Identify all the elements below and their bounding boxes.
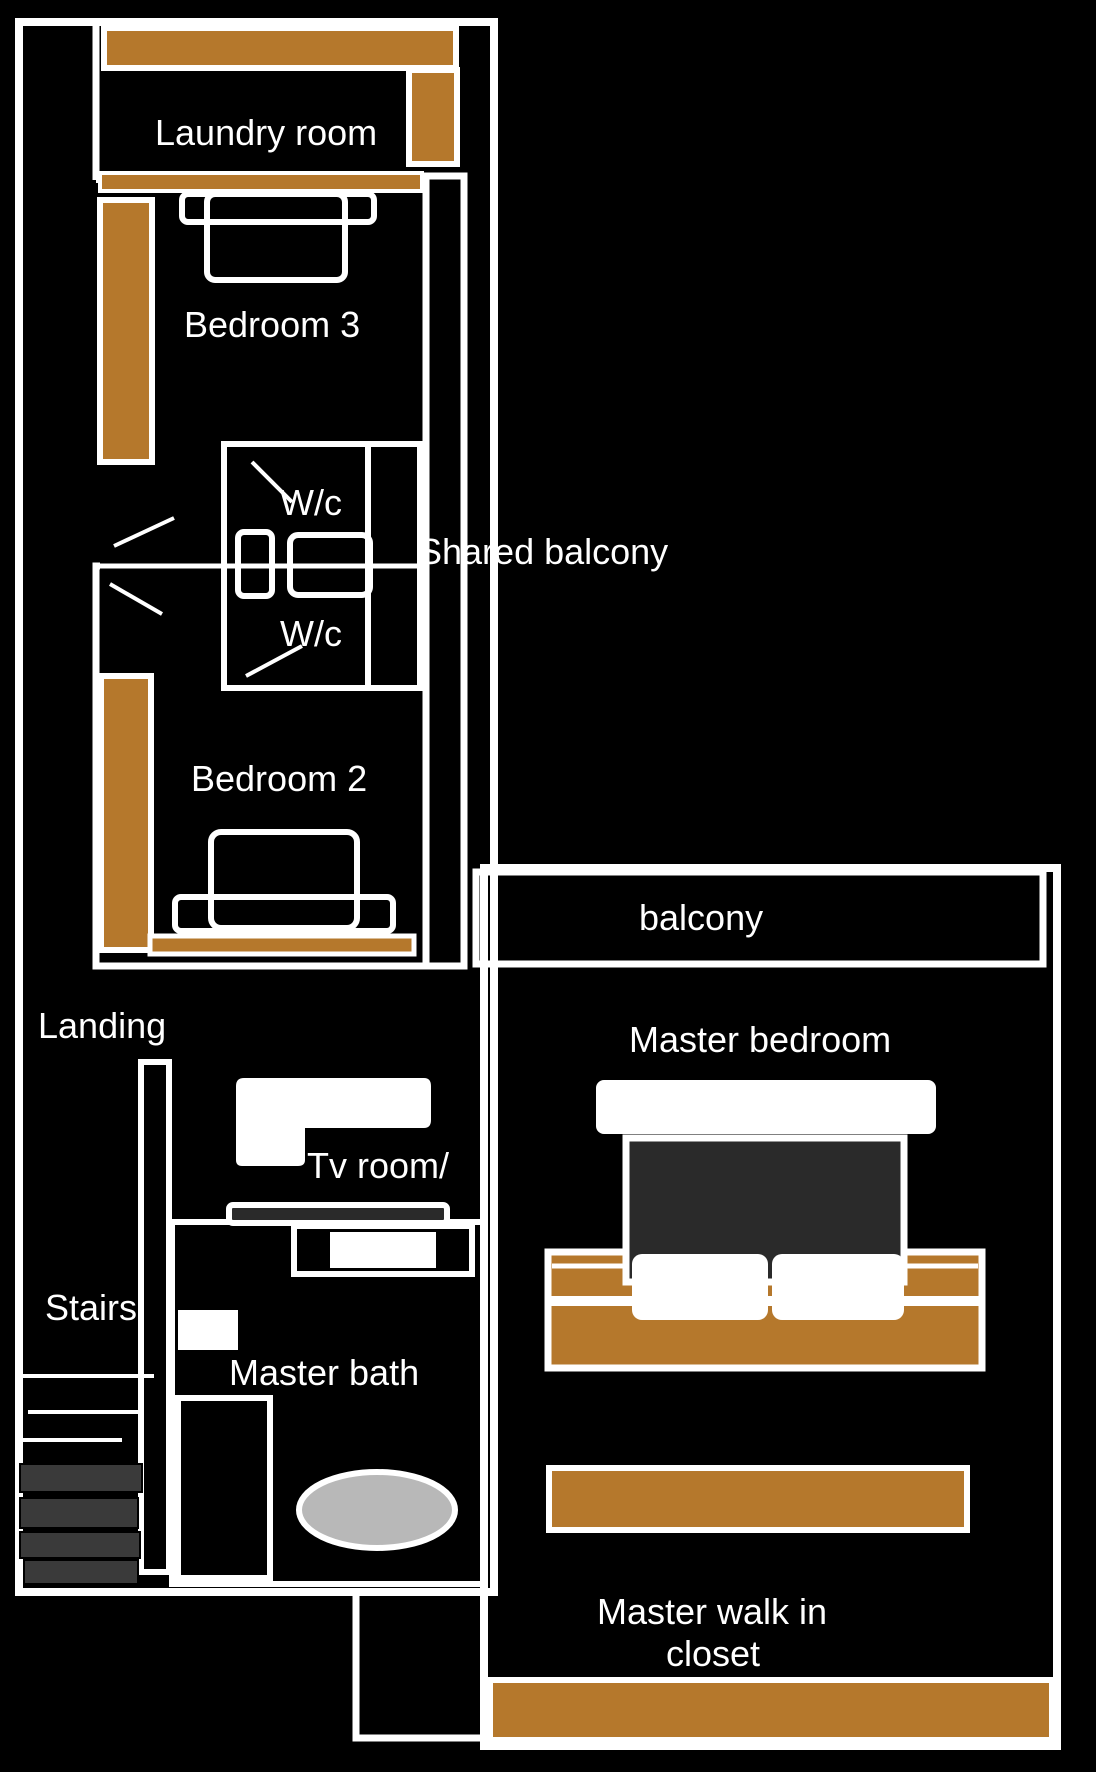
master-bathtub [296,1469,458,1551]
wood-cabinets [97,25,1055,1743]
laundry-cabinet-top [101,25,459,71]
bedroom3-bed [179,191,377,283]
bedroom2-shelf [147,933,417,957]
label-laundry-room: Laundry room [155,112,377,153]
master-dresser [546,1465,970,1533]
label-tv-room: Tv room/ [307,1145,449,1186]
label-bedroom-3: Bedroom 3 [184,304,360,345]
label-wc-upper: W/c [280,482,342,523]
master-bed [544,1080,986,1372]
label-master-bath: Master bath [229,1352,419,1393]
wc-fixtures [109,460,373,678]
stairs-step-2 [19,1497,139,1529]
laundry-counter-bottom [98,171,424,193]
stairs-step-1 [19,1463,143,1493]
bedroom3-mattress [204,191,348,283]
wc-toilet-left [235,529,275,599]
right-wing-outer-wall [480,864,1061,1750]
tv-unit [226,1202,450,1226]
tv-room-cabinet [291,1223,475,1277]
wc-upper-door-swing [250,460,294,504]
tv-room-sofa [236,1078,431,1166]
label-master-bedroom: Master bedroom [629,1019,891,1060]
room-labels: Laundry room Bedroom 3 W/c Shared balcon… [38,112,891,1674]
bedroom2-wardrobe [98,673,154,953]
bedroom2-door-swing [109,582,163,616]
left-wing-outer-wall [15,18,498,1596]
master-closet-cabinet [487,1677,1055,1743]
bedroom3-door-swing [113,516,175,548]
balcony-wall [472,868,1047,968]
label-bedroom-2: Bedroom 2 [191,758,367,799]
master-pillow-right [772,1254,904,1320]
stairs-step-4 [23,1559,139,1585]
label-balcony: balcony [639,897,763,938]
label-master-closet-line2: closet [666,1633,760,1674]
label-wc-lower: W/c [280,613,342,654]
master-bath-vanity [178,1310,238,1350]
stairs [19,1374,154,1585]
bedroom2-bed-frame [172,894,396,934]
wc-block [221,441,423,691]
label-stairs: Stairs [45,1287,137,1328]
stairs-step-3 [19,1531,141,1559]
master-bed-headboard [596,1080,936,1134]
bedroom3-wardrobe [97,197,155,465]
wc-toilet-right [287,532,373,598]
tv-room-furniture [226,1078,475,1277]
master-bath-fixtures [178,1310,458,1551]
label-landing: Landing [38,1005,166,1046]
tv-room-cabinet-inner [330,1232,436,1268]
wc-lower-door-swing [245,644,303,678]
master-shower [175,1395,273,1581]
label-master-closet-line1: Master walk in [597,1591,827,1632]
master-pillow-left [632,1254,768,1320]
laundry-cabinet-side [406,67,460,167]
label-shared-balcony: Shared balcony [418,531,668,572]
bedroom2-bed [172,829,396,934]
master-bath-wall [169,1222,484,1587]
left-stub-wall [352,1596,484,1742]
shared-balcony-wall [422,172,468,970]
